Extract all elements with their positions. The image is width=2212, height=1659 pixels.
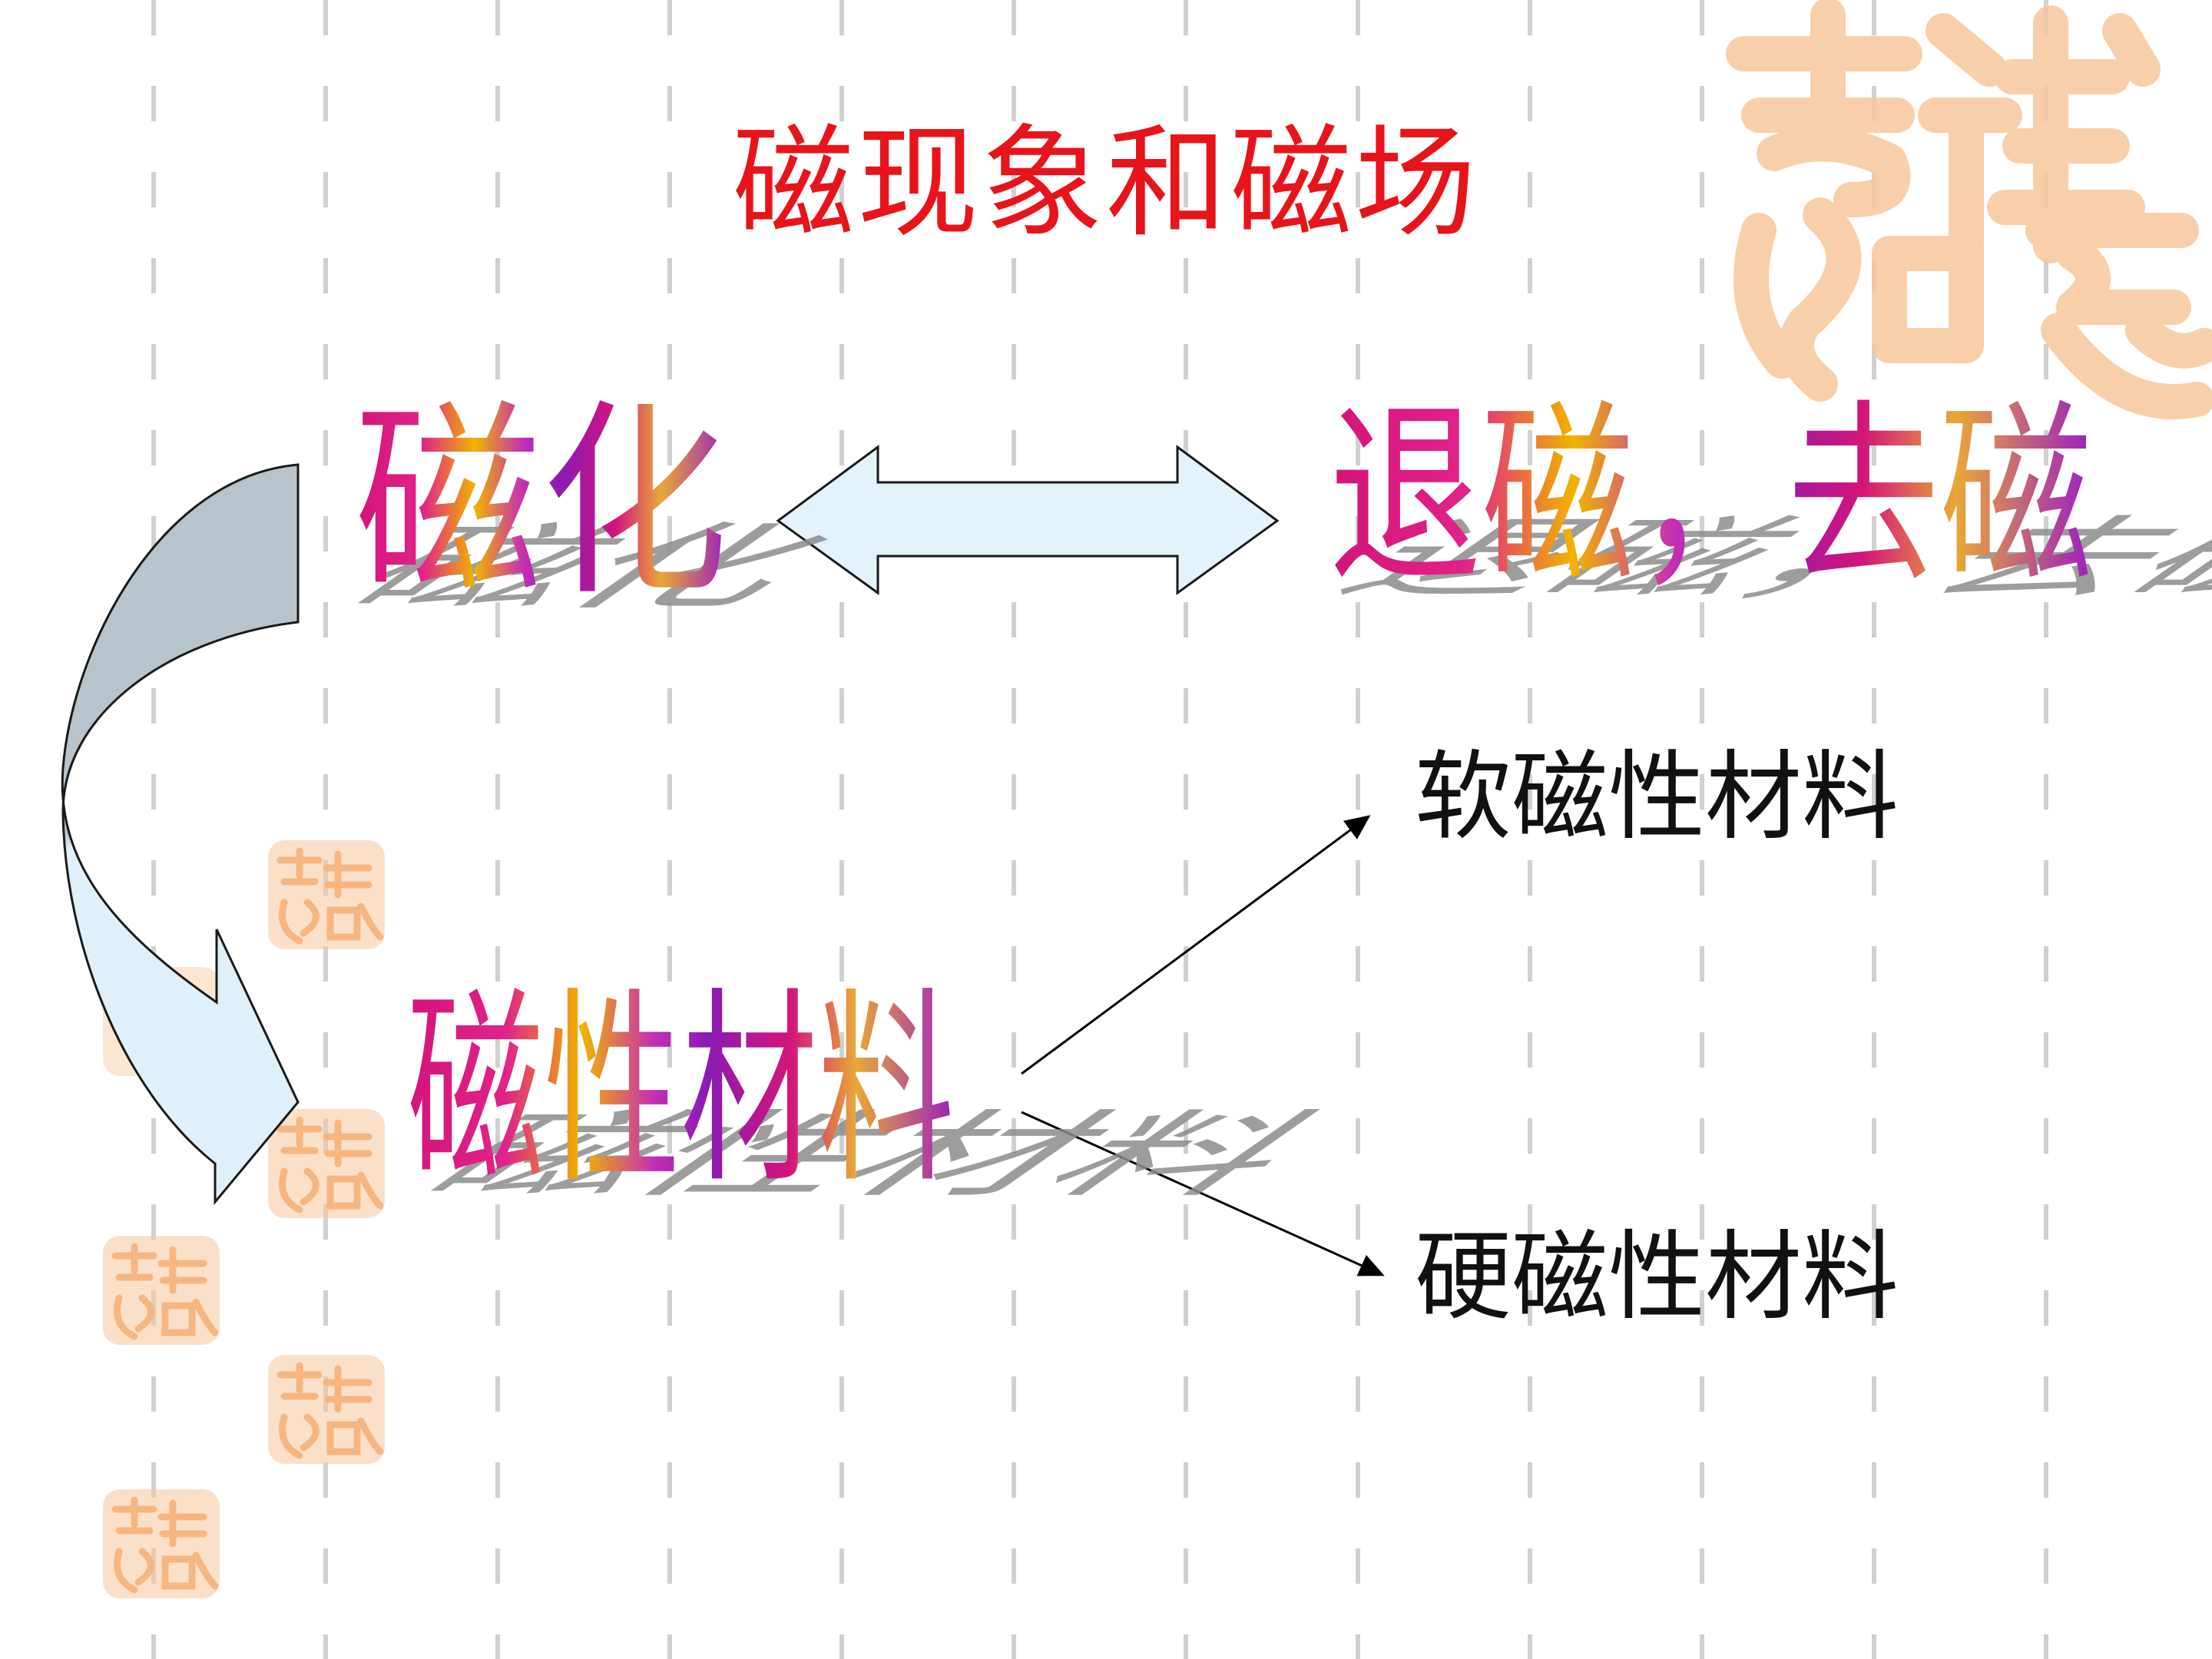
page-title: 磁现象和磁场 [733,113,1479,254]
auspicious-seal-icon [103,1236,220,1345]
label-hard-magnetic-material: 硬磁性材料 [1415,1220,1899,1333]
curved-arrow-magnetization-to-material [61,463,300,1206]
label-soft-magnetic-material: 软磁性材料 [1415,740,1899,853]
auspicious-seal-large-icon [1726,0,2212,419]
auspicious-seal-icon [103,1489,220,1598]
double-arrow-magnetize-demagnetize [776,445,1280,595]
node-magnetic-material: 磁性材料 磁性材料 [381,969,1366,1211]
node-magnetization: 磁化 磁化 [308,382,878,624]
auspicious-seal-icon [268,840,385,949]
arrow-to-hard-magnetic [1021,1111,1385,1277]
node-demagnetization: 退磁，去磁 退磁，去磁 [1303,383,2212,611]
auspicious-seal-icon [268,1355,385,1464]
arrow-to-soft-magnetic [1021,815,1371,1075]
node-magnetic-material-text: 磁性材料 [407,969,955,1211]
node-demagnetization-text: 退磁，去磁 [1329,383,2093,611]
node-magnetization-text: 磁化 [355,382,728,624]
auspicious-seal-icon [268,1109,385,1218]
